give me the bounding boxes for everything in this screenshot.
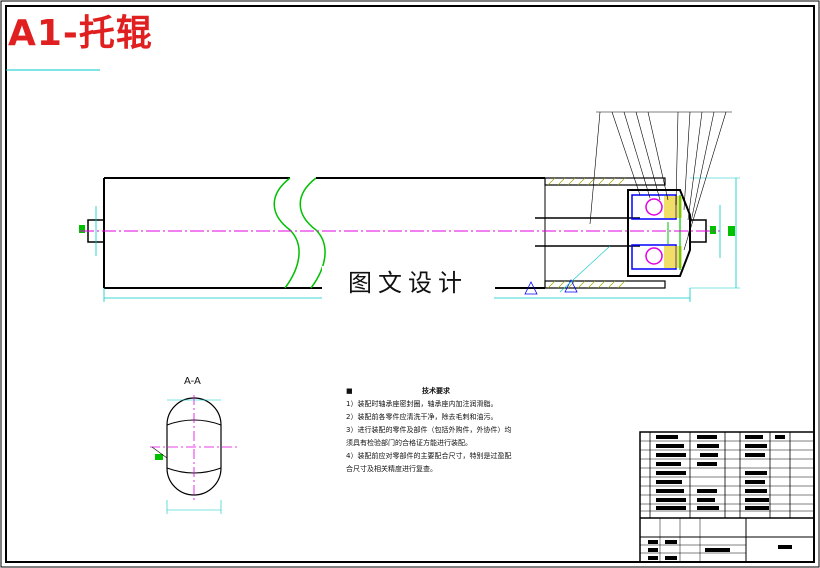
roller-main-view — [79, 111, 740, 302]
notes-line: 须具有检验部门的合格证方能进行装配。 — [346, 439, 472, 447]
watermark-text: 图文设计 — [322, 266, 494, 300]
notes-line: 2）装配前各零件应清洗干净，除去毛刺和油污。 — [346, 413, 498, 421]
title-block — [639, 431, 815, 563]
drawing-title: A1-托辊 — [8, 13, 153, 54]
section-a-a — [150, 395, 238, 514]
break-line-left — [273, 177, 300, 289]
notes-line: 1）装配时轴承座密封圈，轴承座内加注润滑脂。 — [346, 400, 498, 408]
drawing-border — [5, 5, 815, 563]
notes-bullet: ■ — [346, 387, 353, 395]
bearing-housing — [627, 189, 691, 277]
notes-line: 3）进行装配的零件及部件（包括外购件，外协件）均 — [346, 426, 512, 434]
break-line-right — [299, 177, 326, 289]
technical-requirements: ■ 技术要求 1）装配时轴承座密封圈，轴承座内加注润滑脂。 2）装配前各零件应清… — [346, 385, 526, 476]
notes-heading: 技术要求 — [422, 387, 450, 395]
section-label: A-A — [184, 376, 201, 387]
notes-line: 4）装配前应对零部件的主要配合尺寸，特别是过盈配 — [346, 452, 512, 460]
notes-heading-row: ■ 技术要求 — [346, 385, 526, 398]
notes-line: 合尺寸及相关精度进行复查。 — [346, 465, 437, 473]
